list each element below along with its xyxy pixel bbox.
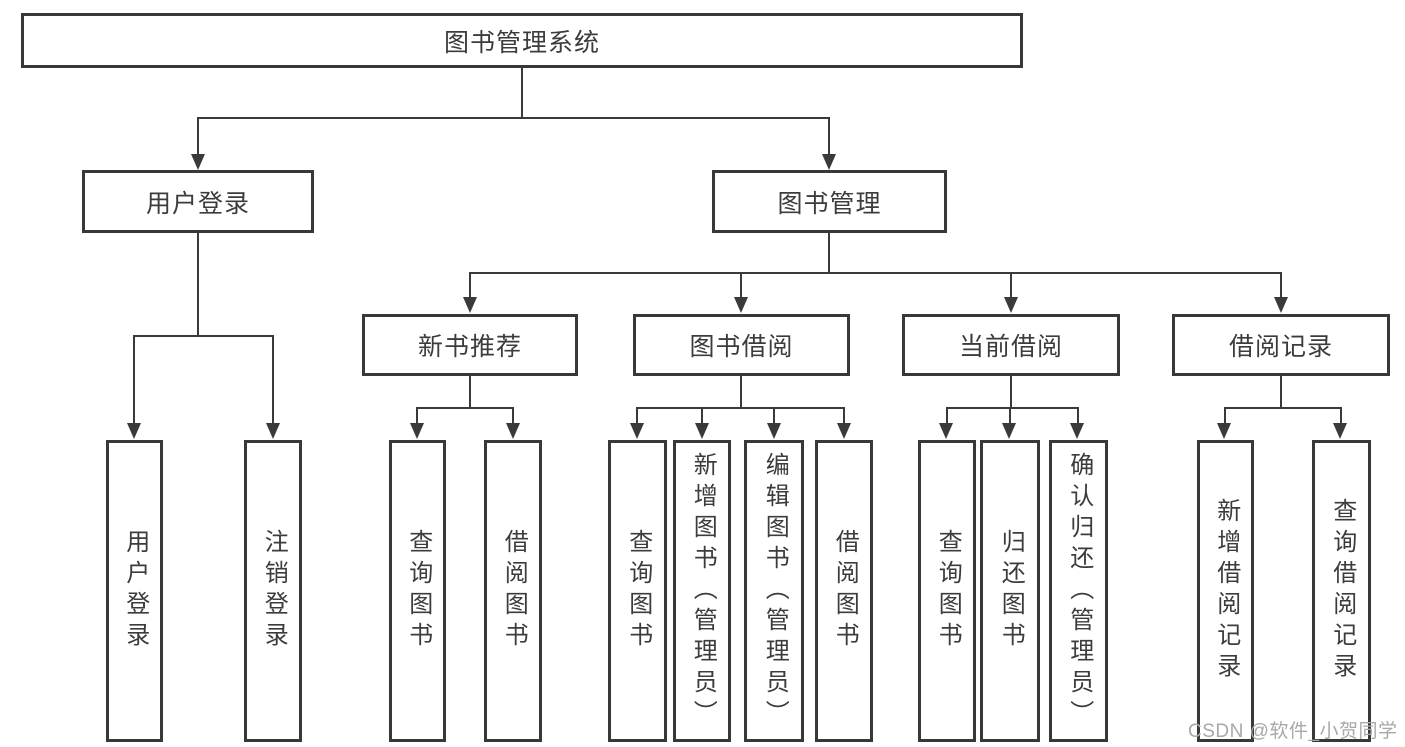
arrowhead [767,423,781,439]
connector-line [740,272,742,299]
node-book-borrow: 图书借阅 [633,314,850,376]
leaf-logout: 注销登录 [244,440,302,742]
arrowhead [1333,423,1347,439]
connector-line [828,117,830,155]
arrowhead [1070,423,1084,439]
leaf-return-books: 归还图书 [980,440,1040,742]
connector-line [1077,407,1079,425]
connector-line [1280,376,1282,409]
node-borrow-records-label: 借阅记录 [1228,333,1333,361]
arrowhead [1004,297,1018,313]
connector-line [133,335,274,337]
leaf-query-books-1: 查询图书 [389,440,446,742]
connector-line [636,407,845,409]
leaf-edit-books: 编辑图书（管理员） [744,440,804,742]
arrowhead [695,423,709,439]
arrowhead [822,154,836,170]
connector-line [512,407,514,425]
arrowhead [463,297,477,313]
connector-line [469,376,471,409]
node-book-mgmt-label: 图书管理 [777,189,882,218]
arrowhead [734,297,748,313]
node-user-login-label: 用户登录 [145,189,250,218]
connector-line [773,407,775,425]
connector-line [946,407,948,425]
connector-line [1224,407,1226,425]
leaf-query-books-2: 查询图书 [608,440,667,742]
node-new-books: 新书推荐 [362,314,578,376]
arrowhead [837,423,851,439]
node-user-login: 用户登录 [82,170,314,233]
connector-line [521,68,523,118]
connector-line [416,407,418,425]
connector-line [1010,272,1012,299]
arrowhead [1217,423,1231,439]
node-book-mgmt: 图书管理 [712,170,947,233]
node-new-books-label: 新书推荐 [417,333,522,361]
node-root-label: 图书管理系统 [443,28,600,57]
connector-line [133,335,135,425]
node-current-borrow-label: 当前借阅 [958,333,1063,361]
connector-line [197,117,199,155]
connector-line [1280,272,1282,299]
arrowhead [630,423,644,439]
connector-line [1340,407,1342,425]
arrowhead [266,423,280,439]
leaf-query-record: 查询借阅记录 [1312,440,1371,742]
arrowhead [506,423,520,439]
leaf-add-books: 新增图书（管理员） [673,440,731,742]
node-borrow-records: 借阅记录 [1172,314,1390,376]
connector-line [197,233,199,337]
arrowhead [1002,423,1016,439]
connector-line [469,272,471,299]
connector-line [469,272,1282,274]
node-current-borrow: 当前借阅 [902,314,1120,376]
connector-line [740,376,742,409]
connector-line [1010,376,1012,409]
leaf-query-books-3: 查询图书 [918,440,976,742]
arrowhead [127,423,141,439]
leaf-user-login: 用户登录 [106,440,163,742]
arrowhead [410,423,424,439]
csdn-watermark: CSDN @软件_小贺同学 [1188,721,1398,742]
arrowhead [939,423,953,439]
node-root: 图书管理系统 [21,13,1023,68]
connector-line [701,407,703,425]
connector-line [272,335,274,425]
arrowhead [1274,297,1288,313]
connector-line [828,233,830,274]
leaf-borrow-books-2: 借阅图书 [815,440,873,742]
connector-line [1009,407,1011,425]
connector-line [1224,407,1342,409]
arrowhead [191,154,205,170]
connector-line [416,407,514,409]
leaf-borrow-books-1: 借阅图书 [484,440,542,742]
node-book-borrow-label: 图书借阅 [689,333,794,361]
leaf-add-record: 新增借阅记录 [1197,440,1254,742]
connector-line [636,407,638,425]
connector-line [843,407,845,425]
leaf-confirm-return: 确认归还（管理员） [1049,440,1108,742]
connector-line [197,117,830,119]
connector-line [946,407,1079,409]
